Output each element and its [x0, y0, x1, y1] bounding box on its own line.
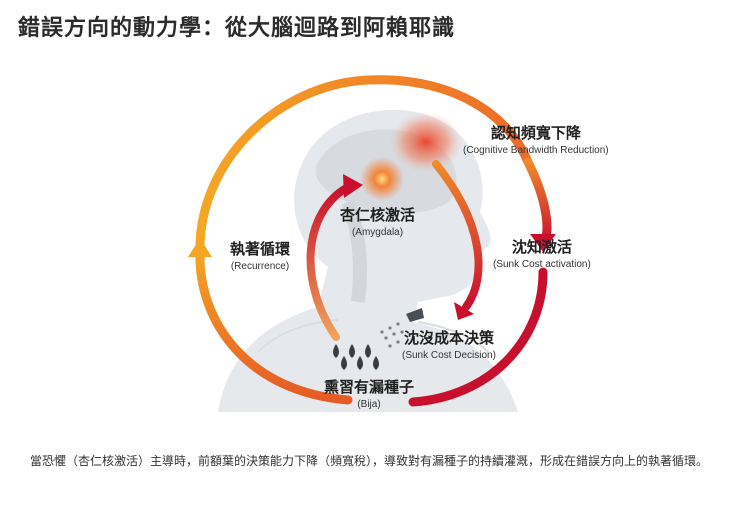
- diagram-canvas: [188, 75, 556, 413]
- node-decision-en: (Sunk Cost Decision): [402, 350, 496, 361]
- outer-arrow-top: [195, 75, 533, 257]
- node-sunk-activation: 沈知激活 (Sunk Cost activation): [493, 236, 591, 270]
- amygdala-glow: [360, 157, 404, 201]
- page-title: 錯誤方向的動力學：從大腦迴路到阿賴耶識: [18, 16, 456, 41]
- inner-arrow-down-head: [454, 302, 474, 320]
- node-recurrence-en: (Recurrence): [230, 261, 290, 272]
- node-bija-zh: 熏習有漏種子: [324, 378, 415, 396]
- node-amygdala-en: (Amygdala): [351, 227, 404, 238]
- prefrontal-glow: [390, 112, 462, 172]
- node-decision-zh: 沈沒成本決策: [403, 329, 494, 347]
- node-amygdala-zh: 杏仁核激活: [340, 206, 416, 224]
- node-bandwidth: 認知頻寬下降 (Cognitive Bandwidth Reduction): [463, 122, 609, 156]
- inner-arrow-down: [432, 160, 483, 311]
- outer-arrow-lower-right: [408, 267, 548, 407]
- inner-arrow-up-head: [343, 174, 363, 198]
- outer-arrow-right: [523, 157, 552, 247]
- node-sunk-activation-en: (Sunk Cost activation): [493, 259, 591, 270]
- node-recurrence-zh: 執著循環: [230, 240, 291, 258]
- node-amygdala: 杏仁核激活 (Amygdala): [340, 204, 415, 238]
- outer-arrow-left: [195, 247, 353, 405]
- node-bija-en: (Bija): [357, 399, 381, 410]
- node-bandwidth-en: (Cognitive Bandwidth Reduction): [463, 145, 609, 156]
- node-recurrence: 執著循環 (Recurrence): [230, 238, 290, 272]
- outer-arrow-right-head: [530, 234, 556, 252]
- node-bandwidth-zh: 認知頻寬下降: [490, 124, 581, 142]
- figure-caption: 當恐懼（杏仁核激活）主導時，前額葉的決策能力下降（頻寬稅），導致對有漏種子的持續…: [30, 454, 709, 468]
- node-bija: 熏習有漏種子 (Bija): [324, 376, 414, 410]
- inner-arrow-up: [306, 183, 352, 341]
- watering-can-icon: [380, 308, 424, 348]
- diagram-figure: 認知頻寬下降 (Cognitive Bandwidth Reduction) 沈…: [18, 52, 722, 440]
- seed-droplets-icon: [333, 344, 379, 370]
- node-sunk-activation-zh: 沈知激活: [511, 238, 572, 256]
- node-decision: 沈沒成本決策 (Sunk Cost Decision): [402, 327, 496, 361]
